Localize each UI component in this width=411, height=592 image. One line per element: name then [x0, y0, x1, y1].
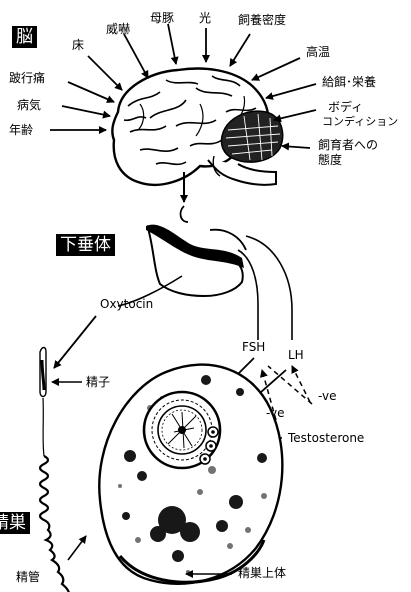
testis-illustration: [99, 365, 282, 584]
pituitary-title: 下垂体: [56, 234, 115, 256]
factor-body-condition-1: ボディ: [328, 100, 363, 114]
label-fsh: FSH: [242, 340, 265, 354]
pituitary-illustration: [146, 225, 246, 296]
factor-botan: 母豚: [150, 11, 174, 25]
vas-deferens-coil: [40, 456, 80, 592]
label-feedback-1: -ve: [266, 406, 285, 420]
factor-attitude-2: 態度: [318, 153, 342, 167]
label-lh: LH: [288, 348, 304, 362]
oxytocin-to-sperm-arrow: [54, 316, 96, 368]
factor-ikaku: 威嚇: [106, 22, 130, 36]
label-sperm: 精子: [86, 375, 110, 389]
label-feedback-2: -ve: [318, 389, 337, 403]
feedback-arrow-2: [292, 366, 310, 402]
factor-nenrei: 年齢: [9, 123, 33, 137]
factor-body-condition-2: コンディション: [322, 115, 398, 129]
label-epididymis: 精巣上体: [238, 566, 286, 580]
factor-konon: 高温: [306, 45, 330, 59]
label-oxytocin: Oxytocin: [100, 297, 153, 311]
factor-attitude-1: 飼育者への: [318, 138, 378, 152]
label-vas-deferens: 精管: [16, 570, 40, 584]
factor-shiiku-mitsudo: 飼養密度: [238, 13, 286, 27]
factor-byoki: 病気: [17, 98, 41, 112]
factor-kyuji-eiyo: 給餌･栄養: [322, 75, 376, 89]
testis-title: 精巣: [0, 512, 30, 534]
brain-illustration: [112, 69, 282, 185]
label-testosterone: Testosterone: [288, 431, 364, 445]
feedback-arrow-3: [268, 366, 312, 404]
sperm-illustration: [40, 348, 46, 457]
pituitary-stalk: [181, 206, 188, 222]
factor-hikari: 光: [199, 11, 211, 25]
lh-line: [246, 236, 292, 340]
vas-deferens-arrow: [68, 536, 86, 560]
brain-title: 脳: [12, 26, 37, 48]
factor-toko: 床: [72, 38, 84, 52]
factor-teikohei: 跛行痛: [9, 71, 45, 85]
